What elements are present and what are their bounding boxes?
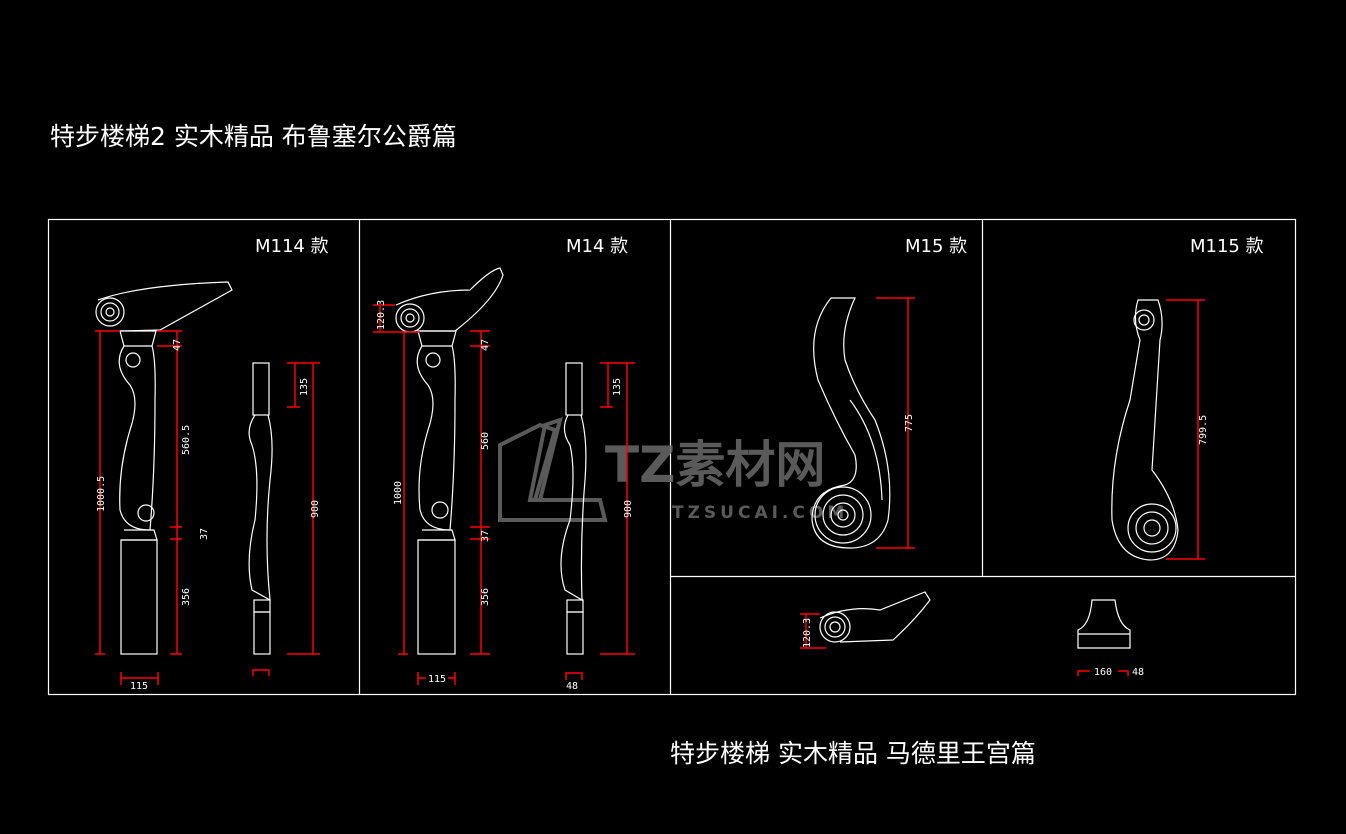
panel-m115: M115 款 799.5 <box>1111 236 1264 561</box>
dim-width: 115 <box>428 674 446 685</box>
panel-label: M14 款 <box>566 236 628 257</box>
panel-label: M114 款 <box>255 236 329 257</box>
drawing-title-top: 特步楼梯2 实木精品 布鲁塞尔公爵篇 <box>50 122 457 151</box>
panel-m15: M15 款 775 <box>811 236 967 549</box>
dim-560: 560 <box>480 432 491 450</box>
panel-label: M15 款 <box>905 236 967 257</box>
dim-135: 135 <box>612 378 623 396</box>
dimension-lines <box>876 297 915 549</box>
dimension-lines <box>95 330 320 685</box>
dim-width: 115 <box>130 681 148 692</box>
panel-details: 120.3 160 48 <box>800 591 1144 678</box>
baluster-side-drawing <box>560 362 587 655</box>
dim-top: 120.3 <box>376 300 387 330</box>
watermark-url: TZSUCAI.COM <box>672 503 848 523</box>
dim-47: 47 <box>480 339 491 351</box>
dim-width: 160 <box>1094 667 1112 678</box>
dim-side: 48 <box>1132 667 1144 678</box>
dim-900: 900 <box>623 500 634 518</box>
dim-height: 120.3 <box>802 618 813 648</box>
panel-label: M115 款 <box>1190 236 1264 257</box>
newel-scroll-drawing <box>1111 299 1179 561</box>
dim-total: 1000 <box>393 481 404 505</box>
dim-height: 799.5 <box>1198 415 1209 445</box>
newel-scroll-drawing <box>811 297 891 549</box>
dim-900: 900 <box>310 500 321 518</box>
panel-m114: M114 款 1000.5 47 560.5 37 356 <box>95 236 329 692</box>
drawing-frame <box>47 218 1297 696</box>
baluster-front-drawing <box>95 281 233 655</box>
dim-356: 356 <box>181 588 192 606</box>
foot-detail-drawing <box>1077 599 1131 649</box>
dimension-lines <box>1166 299 1205 560</box>
dim-47: 47 <box>172 339 183 351</box>
panel-m14: M14 款 120.3 1000 47 560 <box>373 236 635 692</box>
dim-135: 135 <box>299 378 310 396</box>
watermark: TZ素材网 TZSUCAI.COM <box>498 416 848 523</box>
dim-37: 37 <box>480 530 491 542</box>
dim-37: 37 <box>199 528 210 540</box>
dim-total: 1000.5 <box>96 476 107 512</box>
dimension-lines <box>373 304 635 685</box>
dim-height: 775 <box>904 414 915 432</box>
watermark-brand: TZ素材网 <box>605 436 825 494</box>
drawing-title-bottom: 特步楼梯 实木精品 马德里王宫篇 <box>670 739 1036 768</box>
handrail-scroll-drawing <box>819 591 931 643</box>
baluster-side-drawing <box>248 362 273 655</box>
dim-side: 48 <box>566 681 578 692</box>
baluster-front-drawing <box>395 267 504 655</box>
dimension-lines <box>800 613 1129 676</box>
dim-560: 560.5 <box>181 425 192 455</box>
dim-356: 356 <box>480 588 491 606</box>
